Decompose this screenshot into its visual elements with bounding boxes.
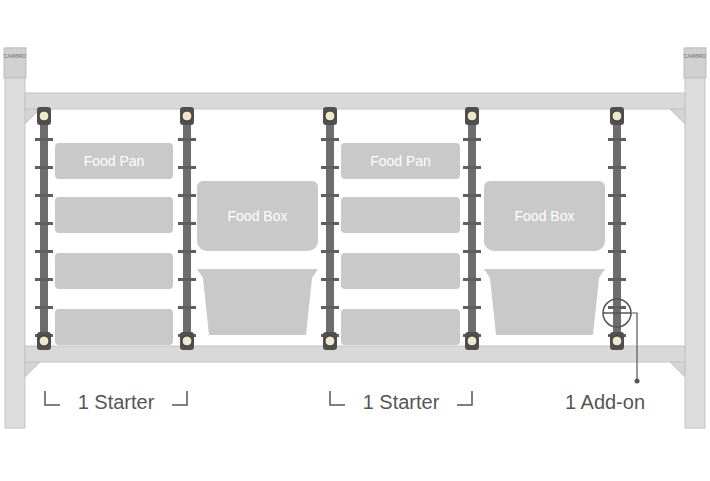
rail-rung <box>178 222 196 225</box>
rail-rung <box>463 194 481 197</box>
rail-rung <box>178 166 196 169</box>
rail <box>183 108 191 348</box>
brand-mark: CAMBRO <box>4 53 27 59</box>
rail-rung <box>178 250 196 253</box>
rail-rung <box>321 278 339 281</box>
rail-rung <box>178 306 196 309</box>
fitting-cap <box>325 336 335 346</box>
starter-label: 1 Starter <box>76 391 157 414</box>
node-label: Food Pan <box>84 153 145 169</box>
fitting <box>610 107 624 125</box>
rail-rung <box>608 222 626 225</box>
food-pan: Food Pan <box>341 143 460 179</box>
rail-rung <box>35 278 53 281</box>
rail-rung <box>608 166 626 169</box>
rail-rung <box>321 250 339 253</box>
rail-rung <box>463 138 481 141</box>
fitting-cap <box>467 111 477 121</box>
rail-rung <box>608 194 626 197</box>
rail-rung <box>178 278 196 281</box>
food-box: Food Box <box>197 181 318 251</box>
addon-label: 1 Add-on <box>563 391 647 414</box>
rail <box>613 108 621 348</box>
fitting-cap <box>612 111 622 121</box>
rail <box>326 108 334 348</box>
rail-rung <box>178 194 196 197</box>
fitting-cap <box>182 336 192 346</box>
rail-rung <box>463 306 481 309</box>
rail-rung <box>608 306 626 309</box>
fitting <box>323 332 337 350</box>
fitting-cap <box>325 111 335 121</box>
brand-mark: CAMBRO <box>684 53 707 59</box>
fitting <box>180 332 194 350</box>
rail-rung <box>608 138 626 141</box>
food-box: Food Box <box>484 181 605 251</box>
fitting <box>37 332 51 350</box>
rail-rung <box>35 306 53 309</box>
rail-rung <box>35 166 53 169</box>
rail-rung <box>463 166 481 169</box>
fitting <box>323 107 337 125</box>
rail-rung <box>321 166 339 169</box>
fitting <box>465 332 479 350</box>
rail-rung <box>463 278 481 281</box>
rail-rung <box>35 194 53 197</box>
fitting <box>610 332 624 350</box>
fitting <box>37 107 51 125</box>
rail-rung <box>463 250 481 253</box>
rail-rung <box>35 138 53 141</box>
fitting-cap <box>182 111 192 121</box>
rail-rung <box>321 138 339 141</box>
rail-rung <box>35 250 53 253</box>
fitting <box>180 107 194 125</box>
fitting-cap <box>39 336 49 346</box>
fitting-cap <box>467 336 477 346</box>
rail-rung <box>321 306 339 309</box>
fitting-cap <box>612 336 622 346</box>
food-pan: Food Pan <box>55 143 173 179</box>
rail <box>40 108 48 348</box>
node-label: Food Box <box>515 208 575 224</box>
starter-label: 1 Starter <box>361 391 442 414</box>
fitting <box>465 107 479 125</box>
rail-rung <box>321 194 339 197</box>
rail <box>468 108 476 348</box>
rail-rung <box>608 250 626 253</box>
rail-rung <box>178 138 196 141</box>
fitting-cap <box>39 111 49 121</box>
rail-rung <box>321 222 339 225</box>
node-label: Food Pan <box>370 153 431 169</box>
rail-rung <box>608 278 626 281</box>
rail-rung <box>463 222 481 225</box>
node-label: Food Box <box>228 208 288 224</box>
rail-rung <box>35 222 53 225</box>
